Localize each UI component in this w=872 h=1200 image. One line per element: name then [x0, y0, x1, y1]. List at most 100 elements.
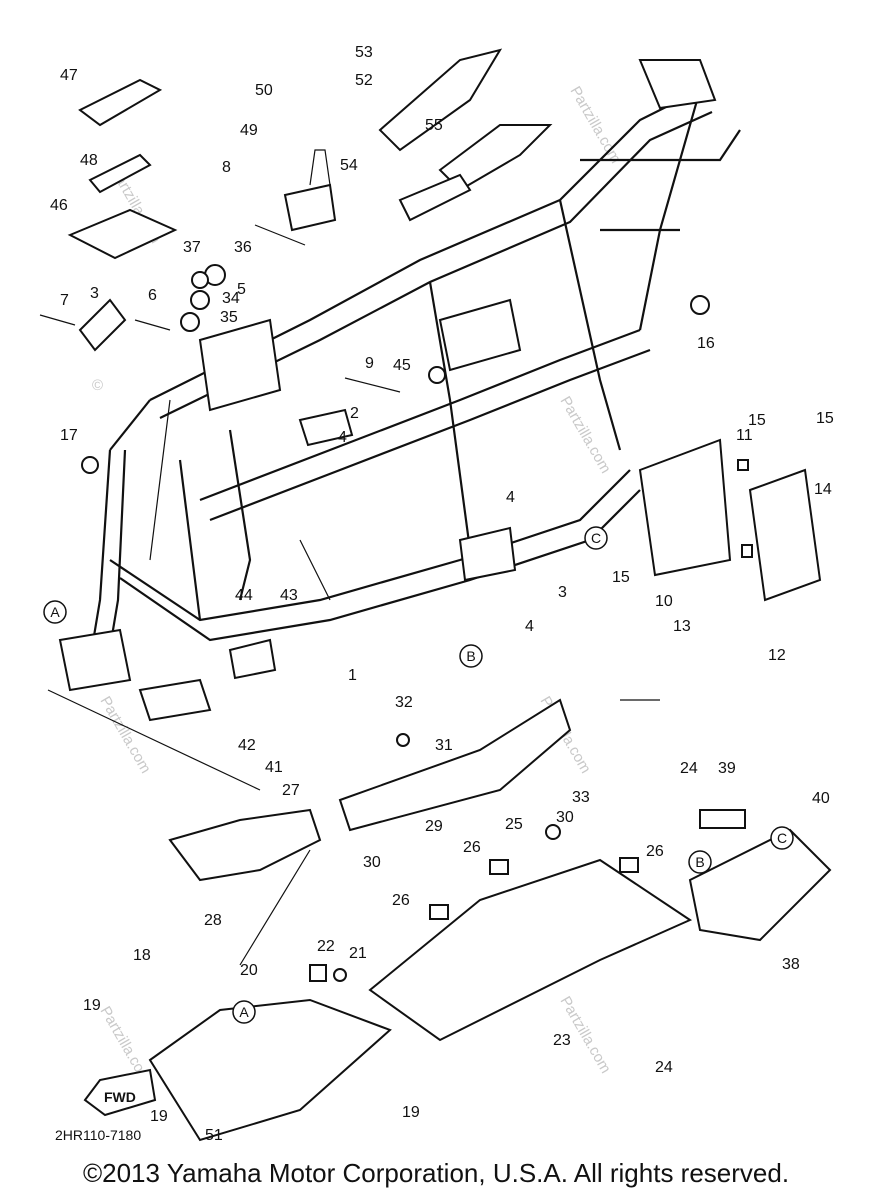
callout-number: 22	[317, 938, 335, 955]
callout-number: 14	[814, 481, 832, 498]
callout-number: 23	[553, 1032, 571, 1049]
part-26c	[429, 904, 449, 920]
svg-text:B: B	[695, 854, 704, 870]
callout-number: 40	[812, 790, 830, 807]
callout-number: 47	[60, 67, 78, 84]
callout-number: 9	[365, 355, 374, 372]
part-18	[148, 998, 392, 1142]
part-17	[81, 456, 99, 474]
callout-number: 33	[572, 789, 590, 806]
callout-number: 50	[255, 82, 273, 99]
watermark-symbol: ©	[92, 377, 103, 394]
part-45	[428, 366, 446, 384]
part-37	[191, 271, 209, 289]
reference-letter: B	[688, 850, 712, 874]
callout-number: 13	[673, 618, 691, 635]
callout-number: 30	[556, 809, 574, 826]
reference-letter: C	[584, 526, 608, 550]
lower-guards	[148, 698, 832, 1142]
callout-number: 34	[222, 290, 240, 307]
callout-number: 16	[697, 335, 715, 352]
callout-number: 41	[265, 759, 283, 776]
callout-number: 51	[205, 1127, 223, 1144]
callout-number: 19	[150, 1108, 168, 1125]
bolt-7	[39, 314, 76, 326]
part-13	[741, 544, 753, 558]
part-54	[398, 173, 472, 222]
svg-text:B: B	[466, 648, 475, 664]
callout-number: 15	[748, 412, 766, 429]
callout-number: 54	[340, 157, 358, 174]
watermark-text: Partzilla.com	[567, 84, 625, 167]
callout-number: 44	[235, 587, 253, 604]
callout-number: 4	[506, 489, 515, 506]
part-34	[190, 290, 210, 310]
callout-number: 15	[816, 410, 834, 427]
svg-text:C: C	[591, 530, 601, 546]
part-32	[396, 733, 410, 747]
reference-letter: C	[770, 826, 794, 850]
leader-lines	[47, 399, 660, 966]
callout-number: 3	[90, 285, 99, 302]
callout-number: 18	[133, 947, 151, 964]
callout-number: 1	[348, 667, 357, 684]
bolt-9	[344, 377, 401, 393]
part-52	[378, 48, 503, 152]
callout-number: 19	[83, 997, 101, 1014]
callout-number: 43	[280, 587, 298, 604]
reference-letter: A	[232, 1000, 256, 1024]
callout-number: 29	[425, 818, 443, 835]
svg-text:A: A	[50, 604, 60, 620]
callout-number: 27	[282, 782, 300, 799]
callout-number: 15	[612, 569, 630, 586]
callout-number: 36	[234, 239, 252, 256]
callout-number: 6	[148, 287, 157, 304]
part-10	[638, 438, 732, 577]
callout-number: 52	[355, 72, 373, 89]
part-46	[67, 208, 178, 260]
part-22	[309, 964, 327, 982]
reference-letter: A	[43, 600, 67, 624]
callout-number: 7	[60, 292, 69, 309]
rear-brackets	[378, 48, 553, 222]
part-26a	[489, 859, 509, 875]
callout-number: 26	[463, 839, 481, 856]
reference-letter: B	[459, 644, 483, 668]
part-23	[368, 858, 693, 1042]
part-49	[283, 183, 337, 232]
bolt-6	[134, 319, 171, 331]
svg-text:C: C	[777, 830, 787, 846]
part-47	[78, 78, 163, 127]
callout-number: 37	[183, 239, 201, 256]
callout-number: 4	[338, 429, 347, 446]
part-50	[309, 149, 331, 186]
part-16	[690, 295, 710, 315]
callout-number: 2	[350, 405, 359, 422]
callout-number: 11	[736, 427, 753, 444]
part-3-top	[78, 298, 127, 352]
callout-number: 28	[204, 912, 222, 929]
callout-number: 38	[782, 956, 800, 973]
callout-number: 21	[349, 945, 367, 962]
callout-number: 55	[425, 117, 443, 134]
callout-number: 12	[768, 647, 786, 664]
fwd-arrow: FWD	[83, 1068, 157, 1117]
reference-letter-group: C A B C B A	[43, 526, 794, 1024]
part-48	[88, 153, 152, 194]
callout-number: 5	[237, 281, 246, 298]
callout-number: 46	[50, 197, 68, 214]
watermark-text: Partzilla.com	[557, 394, 615, 477]
part-27	[168, 808, 322, 882]
part-code: 2HR110-7180	[55, 1127, 141, 1143]
copyright-footer: ©2013 Yamaha Motor Corporation, U.S.A. A…	[82, 1158, 790, 1188]
callout-number: 20	[240, 962, 258, 979]
callout-number: 49	[240, 122, 258, 139]
part-29	[338, 698, 572, 832]
callout-number: 8	[222, 159, 231, 176]
part-39	[699, 809, 746, 829]
callout-number: 4	[525, 618, 534, 635]
fwd-label: FWD	[104, 1089, 136, 1105]
callout-number: 31	[435, 737, 453, 754]
small-parts	[39, 78, 710, 474]
callout-number: 48	[80, 152, 98, 169]
